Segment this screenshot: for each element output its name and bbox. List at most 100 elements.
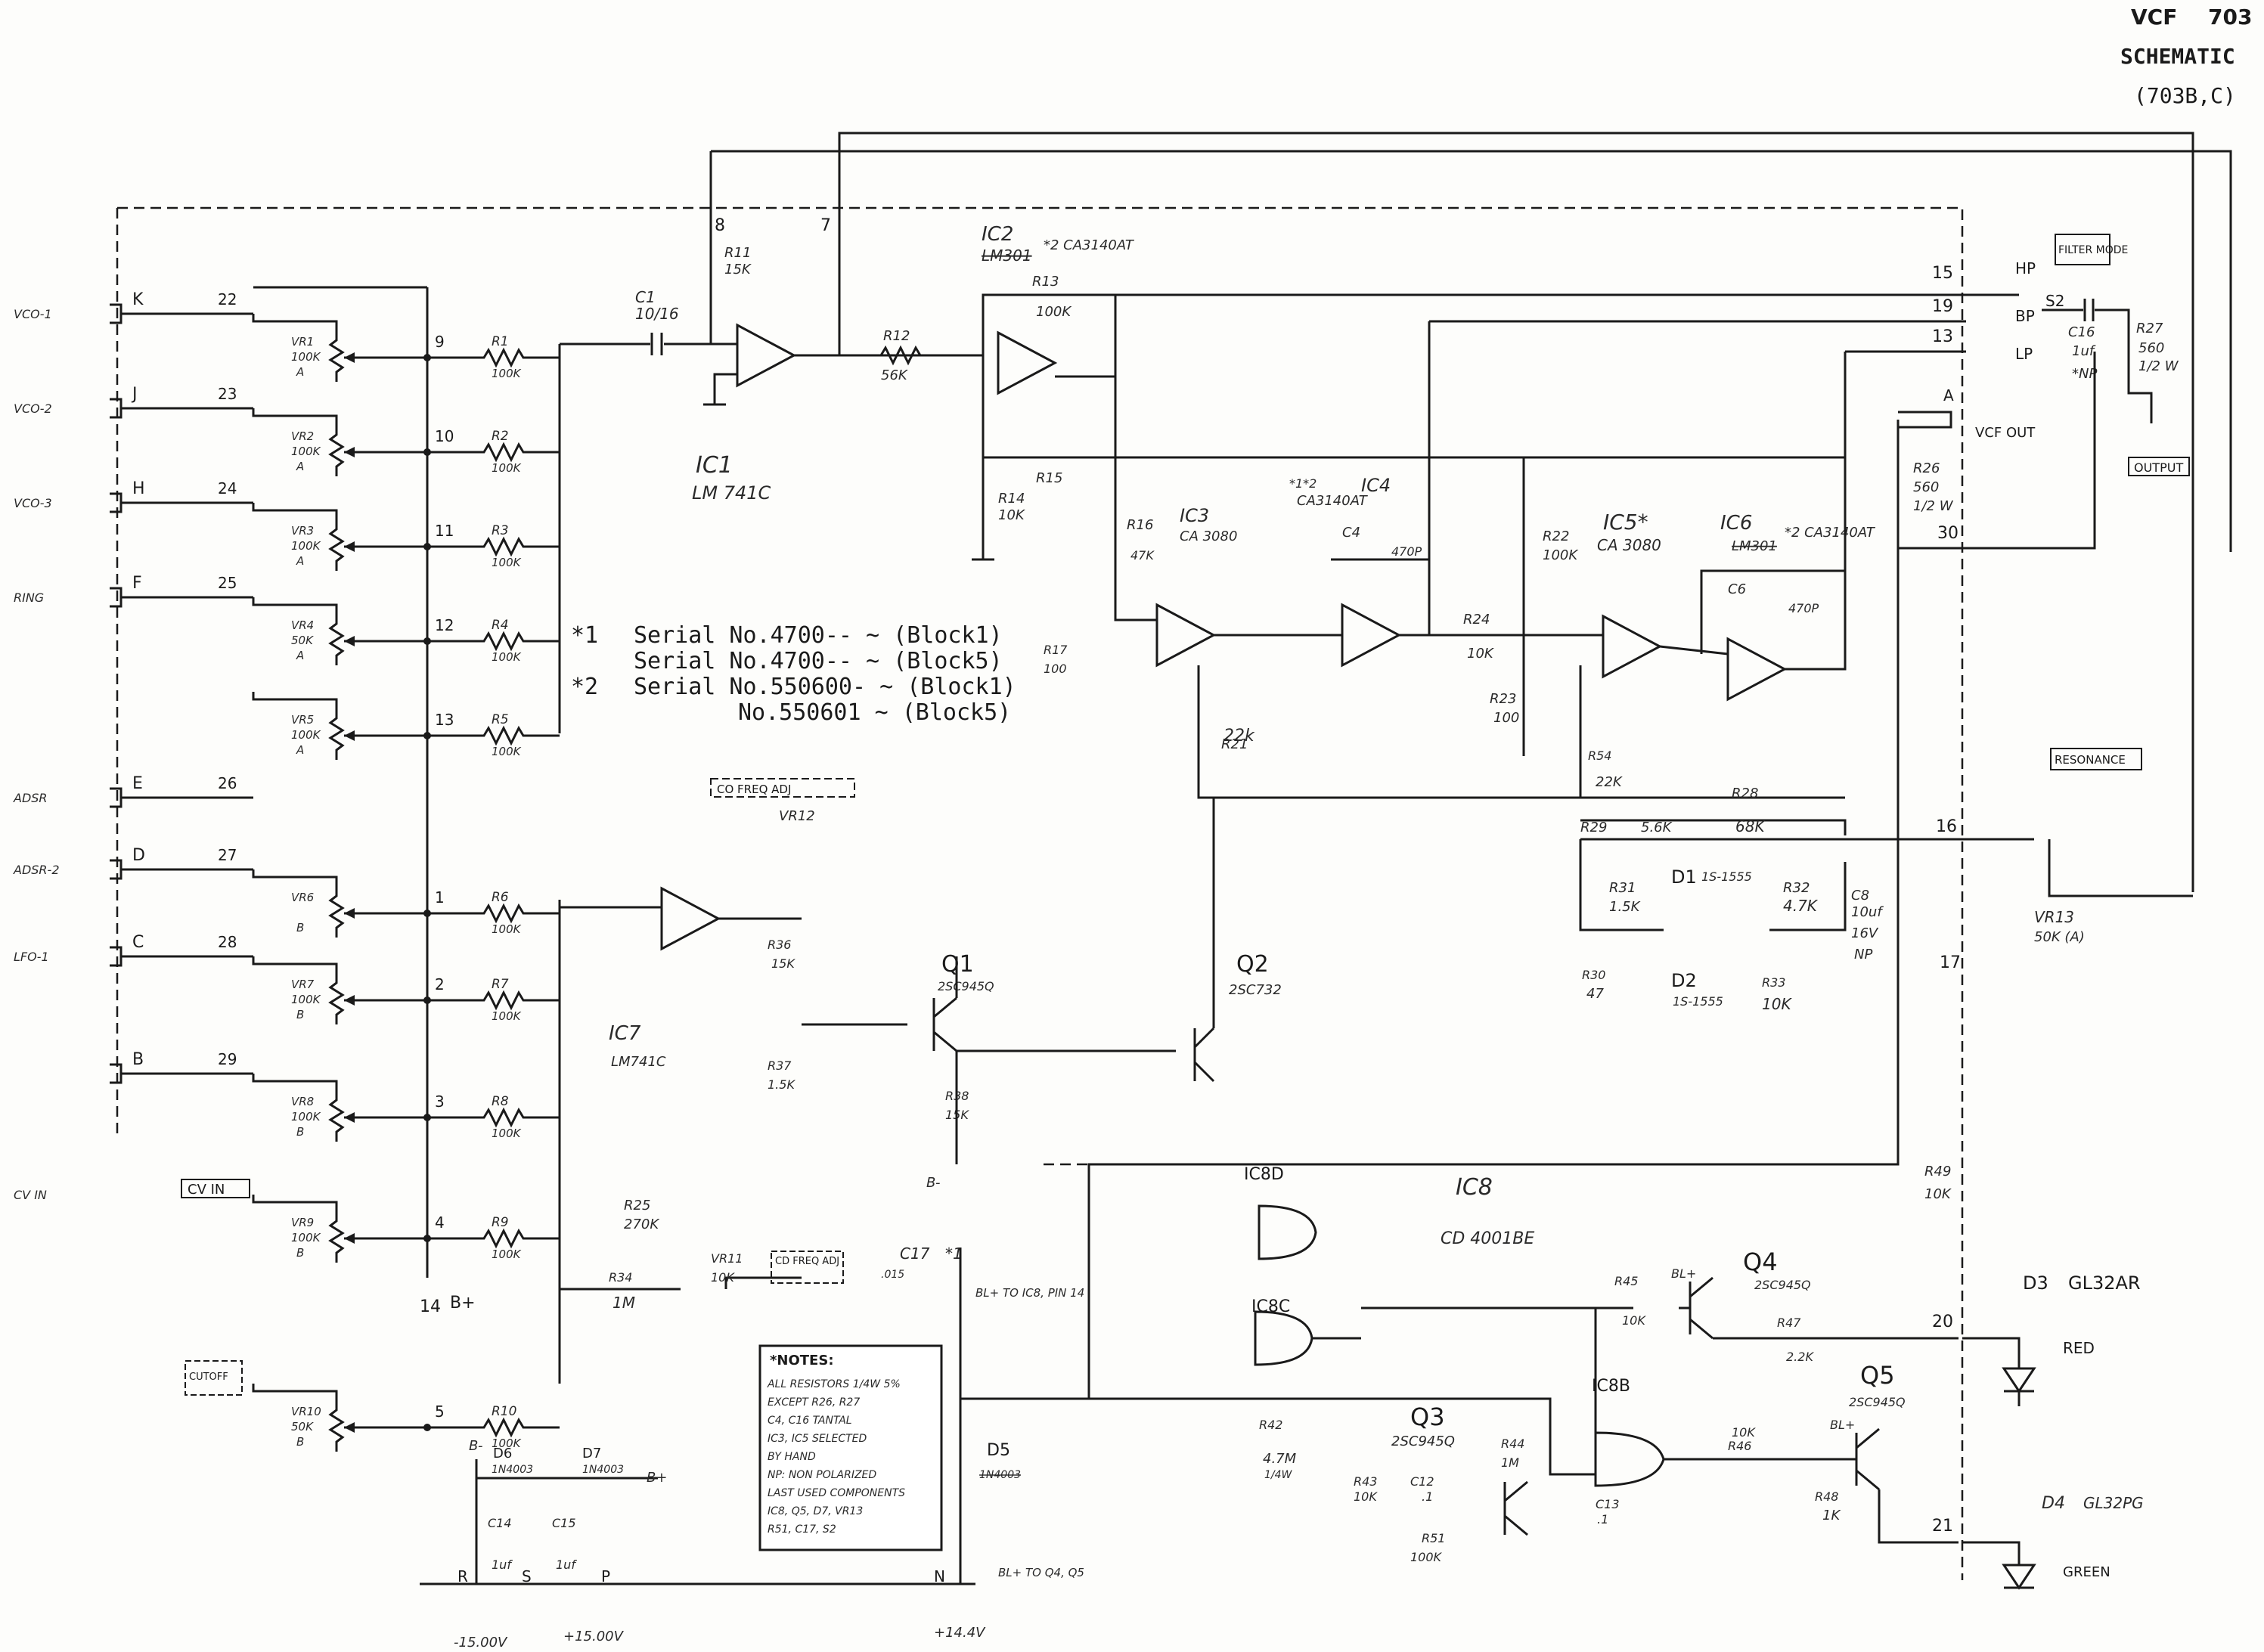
ic8d-label: IC8D	[1244, 1165, 1284, 1184]
r12-val: 56K	[881, 367, 908, 383]
c16-r27-wire	[2042, 308, 2153, 423]
r48-val: 1K	[1822, 1508, 1841, 1523]
pot-7	[252, 956, 345, 1024]
res-val-7: 100K	[492, 1009, 522, 1023]
ic8b-in	[1089, 1397, 1596, 1476]
input-res-3	[427, 631, 560, 652]
pot-ref-1: VR2	[291, 429, 314, 443]
ic8d-gate	[1258, 1204, 1317, 1260]
node-dot-3	[423, 637, 431, 645]
input-jack-6	[110, 859, 253, 880]
input-res-0	[427, 347, 560, 368]
pot-6	[252, 869, 345, 938]
r28-ref: R28	[1732, 786, 1758, 801]
r16-ref: R16	[1127, 517, 1153, 533]
pot-taper-2: A	[296, 554, 304, 568]
d6-ref: D6	[493, 1446, 512, 1461]
r27-ref: R27	[2136, 321, 2163, 336]
vr13-ref: VR13	[2034, 908, 2074, 926]
node-14: 14	[420, 1297, 441, 1316]
q5-symbol	[1845, 1427, 1959, 1544]
pot-taper-7: B	[296, 1008, 304, 1021]
vcf-out-bus	[1896, 352, 2096, 550]
q3-part: 2SC945Q	[1391, 1433, 1455, 1449]
lower-left: R34 1M VR11 10K CD FREQ ADJ 14 B+ CUTOFF…	[181, 1179, 844, 1396]
r49-ref: R49	[1924, 1164, 1951, 1179]
q4-ref: Q4	[1743, 1248, 1778, 1276]
jack-pin-1: 23	[218, 385, 237, 403]
ic1-ground	[703, 373, 737, 406]
pot-ref-7: VR7	[291, 978, 315, 991]
d3-part: GL32AR	[2068, 1272, 2141, 1294]
r42-ref: R42	[1259, 1418, 1282, 1432]
r29-ref: R29	[1580, 820, 1607, 835]
d1-ref: D1	[1671, 866, 1697, 888]
q2-symbol	[957, 798, 1215, 1083]
notes-line: LAST USED COMPONENTS	[768, 1487, 905, 1499]
input-jack-5	[110, 787, 253, 808]
pot-taper-9: B	[296, 1246, 304, 1260]
d2-ref: D2	[1671, 970, 1697, 991]
led-section: Q3 2SC945Q R44 1M R43 10K C12 .1 R51 100…	[1259, 1164, 2144, 1590]
r42-val: 4.7M	[1263, 1451, 1297, 1467]
r22-ref: R22	[1543, 528, 1569, 544]
d7-ref: D7	[582, 1446, 601, 1461]
rail-bminus-ps: B-	[469, 1438, 483, 1454]
c12-ref: C12	[1410, 1474, 1434, 1489]
res-ref-3: R4	[492, 618, 509, 633]
title-model: VCF	[2131, 5, 2177, 29]
res-val-10: 100K	[492, 1437, 522, 1450]
c1-symbol	[650, 333, 663, 355]
pot-taper-8: B	[296, 1125, 304, 1139]
r23-val: 100	[1493, 710, 1519, 726]
pot-taper-10: B	[296, 1435, 304, 1449]
pot-val-2: 100K	[291, 539, 321, 553]
jack-letter-7: C	[132, 933, 144, 952]
cutoff-label: CUTOFF	[189, 1372, 228, 1383]
r30-val: 47	[1586, 986, 1604, 1002]
ic8-part: CD 4001BE	[1441, 1229, 1534, 1248]
ic7-section: IC7 LM741C CO FREQ ADJ VR12 R36 15K R37 …	[560, 778, 1282, 1232]
ic5-label: IC5*	[1603, 510, 1648, 535]
r17-val: 100	[1044, 662, 1067, 676]
node-16: 16	[1936, 817, 1957, 836]
pot-ref-2: VR3	[291, 524, 314, 538]
r48-ref: R48	[1815, 1489, 1838, 1504]
c12-val: .1	[1422, 1489, 1433, 1504]
pot-arrow-4	[344, 730, 355, 741]
q1-part: 2SC945Q	[938, 979, 994, 993]
ic7-opamp	[660, 886, 721, 951]
pot-ref-0: VR1	[291, 335, 314, 349]
q4-symbol	[1679, 1276, 1959, 1340]
serial-notes: *1 Serial No.4700-- ~ (Block1) Serial No…	[571, 622, 1016, 726]
output-label: OUTPUT	[2134, 460, 2183, 475]
title-number: 703	[2208, 5, 2252, 29]
c6-ref: C6	[1728, 581, 1746, 597]
ic6-feedback	[1700, 352, 1847, 671]
ic1: C1 10/16 R11 15K 8 7 IC1 LM 741C	[560, 178, 841, 504]
q4-part: 2SC945Q	[1754, 1278, 1811, 1292]
r15-ref: R15	[1036, 470, 1062, 486]
r14-ref: R14	[998, 491, 1025, 507]
co-freq-box	[710, 778, 855, 798]
ic5-part: CA 3080	[1597, 536, 1661, 554]
r54-val: 22K	[1596, 774, 1623, 790]
notes-line: IC8, Q5, D7, VR13	[768, 1505, 863, 1517]
pot-ref-8: VR8	[291, 1095, 314, 1108]
pot-val-10: 50K	[291, 1420, 314, 1433]
r29-wire	[1580, 838, 2193, 897]
c4-ref: C4	[1342, 525, 1360, 541]
r36-val: 15K	[771, 956, 796, 971]
jack-letter-6: D	[132, 846, 145, 865]
r26-val: 560	[1913, 479, 1939, 495]
pot-val-4: 100K	[291, 728, 321, 742]
node-num-7: 2	[435, 975, 445, 993]
ic1-opamp	[736, 323, 797, 388]
r32-val: 4.7K	[1783, 897, 1819, 915]
pot-arrow-10	[344, 1422, 355, 1433]
r44-ref: R44	[1501, 1437, 1524, 1451]
input-res-8	[427, 1107, 560, 1128]
pot-taper-4: A	[296, 743, 304, 757]
pot-val-7: 100K	[291, 993, 321, 1006]
